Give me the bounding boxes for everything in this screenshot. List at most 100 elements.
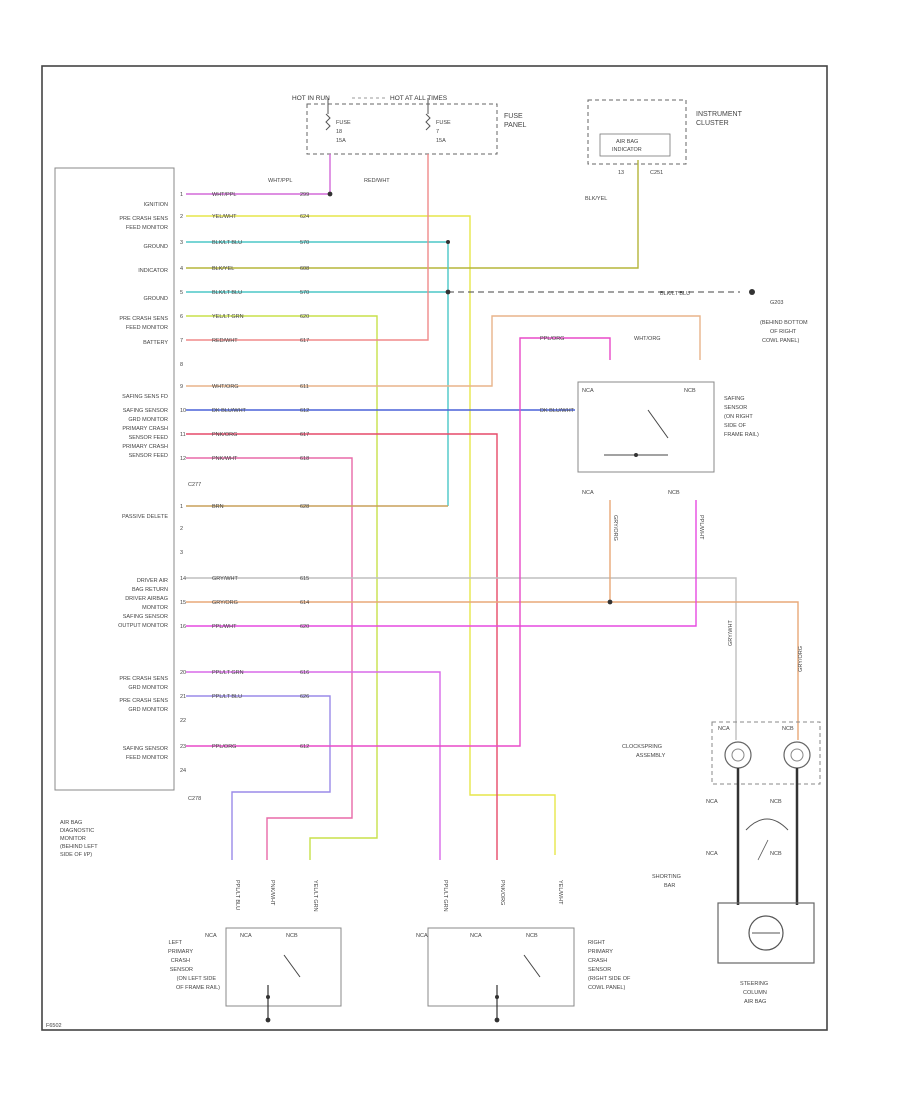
module-caption-2: DIAGNOSTIC [60, 828, 94, 834]
pin-circuit-number: 624 [300, 214, 309, 220]
left-sensor-label-5: (ON LEFT SIDE [177, 976, 217, 982]
pin-number: 23 [180, 744, 186, 750]
pin-wire-color: PPL/ORG [212, 744, 236, 750]
connector-c277: C277 [188, 482, 201, 488]
clockspring-coil-right-inner [790, 748, 804, 762]
fuse-18-label-a: FUSE [336, 120, 351, 126]
pin-wire-color: WHT/PPL [212, 192, 236, 198]
right-sensor-label-3: CRASH [588, 958, 607, 964]
pin-number: 9 [180, 384, 183, 390]
left-sensor-pin-2: NCA [240, 933, 252, 939]
airbag-indicator-label-2: INDICATOR [612, 147, 642, 153]
fuse-panel-label-2: PANEL [504, 122, 527, 129]
module-caption-5: SIDE OF I/P) [60, 852, 92, 858]
clockspring-coil-right [783, 741, 811, 769]
module-label: PRE CRASH SENS [119, 216, 168, 222]
pin-circuit-number: 614 [300, 600, 309, 606]
right-sensor-label-1: RIGHT [588, 940, 606, 946]
top-wire-right-label: RED/WHT [364, 178, 390, 184]
right-sensor-label-6: COWL PANEL) [588, 985, 625, 991]
wire-routes [186, 154, 799, 860]
steering-column-airbag: STEERING COLUMN AIR BAG [717, 902, 815, 1005]
module-label: SENSOR FEED [129, 453, 168, 459]
pin-number: 3 [180, 240, 183, 246]
pin-circuit-number: 299 [300, 192, 309, 198]
module-label: PRE CRASH SENS [119, 316, 168, 322]
safing-sensor: NCA NCB NCA NCB DK BLU/WHT PPL/ORG WHT/O… [540, 336, 759, 541]
right-sensor-wire-1: PPL/LT GRN [442, 880, 448, 912]
cluster-connector-c251: C251 [650, 170, 663, 176]
left-sensor-box [225, 927, 342, 1007]
splices [327, 191, 755, 605]
wire-7-battery [186, 154, 429, 341]
pin-number: 2 [180, 526, 183, 532]
pin-circuit-number: 626 [300, 694, 309, 700]
safing-sensor-switch [647, 409, 669, 439]
fuse-panel-label-1: FUSE [504, 113, 523, 120]
safing-down-right-wire: PPL/WHT [698, 515, 704, 540]
module-label: FEED MONITOR [126, 755, 168, 761]
pin-circuit-number: 620 [300, 624, 309, 630]
instrument-cluster: INSTRUMENT CLUSTER AIR BAG INDICATOR 13 … [585, 99, 743, 202]
wire-9-safing-feed [186, 315, 701, 387]
figure-id: F6502 [46, 1023, 62, 1029]
steering-label-1: STEERING [740, 981, 768, 987]
module-label: GRD MONITOR [128, 685, 168, 691]
safing-sensor-box [577, 381, 715, 473]
pin-circuit-number: 570 [300, 290, 309, 296]
module-label: DRIVER AIR [137, 578, 168, 584]
ground-symbol-g203 [749, 289, 755, 295]
module-label: FEED MONITOR [126, 325, 168, 331]
right-sensor-dot-1 [495, 995, 499, 999]
right-sensor-pin-2: NCA [470, 933, 482, 939]
safing-top-left-wire: PPL/ORG [540, 336, 564, 342]
fuse-7-label-a: FUSE [436, 120, 451, 126]
module-label: FEED MONITOR [126, 225, 168, 231]
wire-4-indicator [186, 160, 639, 269]
pin-circuit-number: 612 [300, 744, 309, 750]
pin-circuit-number: 618 [300, 456, 309, 462]
left-sensor-wire-1: PPL/LT BLU [234, 880, 240, 910]
right-sensor-pin-1: NCA [416, 933, 428, 939]
module-label: MONITOR [142, 605, 168, 611]
wire-14-gry-wht [186, 577, 737, 740]
wire-6-yel-grn [186, 315, 378, 860]
splice-ground-2 [445, 289, 451, 295]
left-sensor-wire-2: PNK/WHT [269, 880, 275, 906]
diagnostic-monitor-box [54, 167, 175, 791]
pin-circuit-number: 616 [300, 670, 309, 676]
clockspring-pin-4: NCB [770, 799, 782, 805]
pin-number: 2 [180, 214, 183, 220]
pin-circuit-number: 608 [300, 266, 309, 272]
clockspring-box [711, 721, 821, 785]
fuse-panel: HOT IN RUN HOT AT ALL TIMES FUSE PANEL F… [292, 95, 527, 155]
hot-in-run-label: HOT IN RUN [292, 95, 330, 102]
pin-circuit-number: 612 [300, 408, 309, 414]
pin-wire-color: YEL/LT GRN [212, 314, 244, 320]
safing-label-5: FRAME RAIL) [724, 432, 759, 438]
pin-number: 14 [180, 576, 186, 582]
right-sensor-label-4: SENSOR [588, 967, 611, 973]
left-sensor-wire-3: YEL/LT GRN [312, 880, 318, 912]
left-sensor-dot-2 [265, 1017, 271, 1023]
pin-circuit-number: 620 [300, 314, 309, 320]
pin-wire-color: BLK/LT BLU [212, 240, 242, 246]
module-label: GROUND [144, 244, 168, 250]
pin-circuit-number: 570 [300, 240, 309, 246]
fuse-panel-box [306, 103, 498, 155]
cluster-pin-13: 13 [618, 170, 624, 176]
pin-number: 12 [180, 456, 186, 462]
shorting-bar-symbol [745, 818, 789, 831]
pin-wire-color: DK BLU/WHT [212, 408, 247, 414]
safing-sensor-contact [634, 453, 638, 457]
right-sensor-label-2: PRIMARY [588, 949, 613, 955]
safing-feed-label: DK BLU/WHT [540, 408, 575, 414]
fuse-7-label-b: 7 [436, 129, 439, 135]
shorting-bar-label-1: SHORTING [652, 874, 681, 880]
shorting-bar-pointer [757, 839, 769, 861]
module-label: IGNITION [144, 202, 168, 208]
wire-12-pnk-wht [186, 457, 353, 860]
pin-number: 16 [180, 624, 186, 630]
module-label: BAG RETURN [132, 587, 168, 593]
pin-number: 7 [180, 338, 183, 344]
